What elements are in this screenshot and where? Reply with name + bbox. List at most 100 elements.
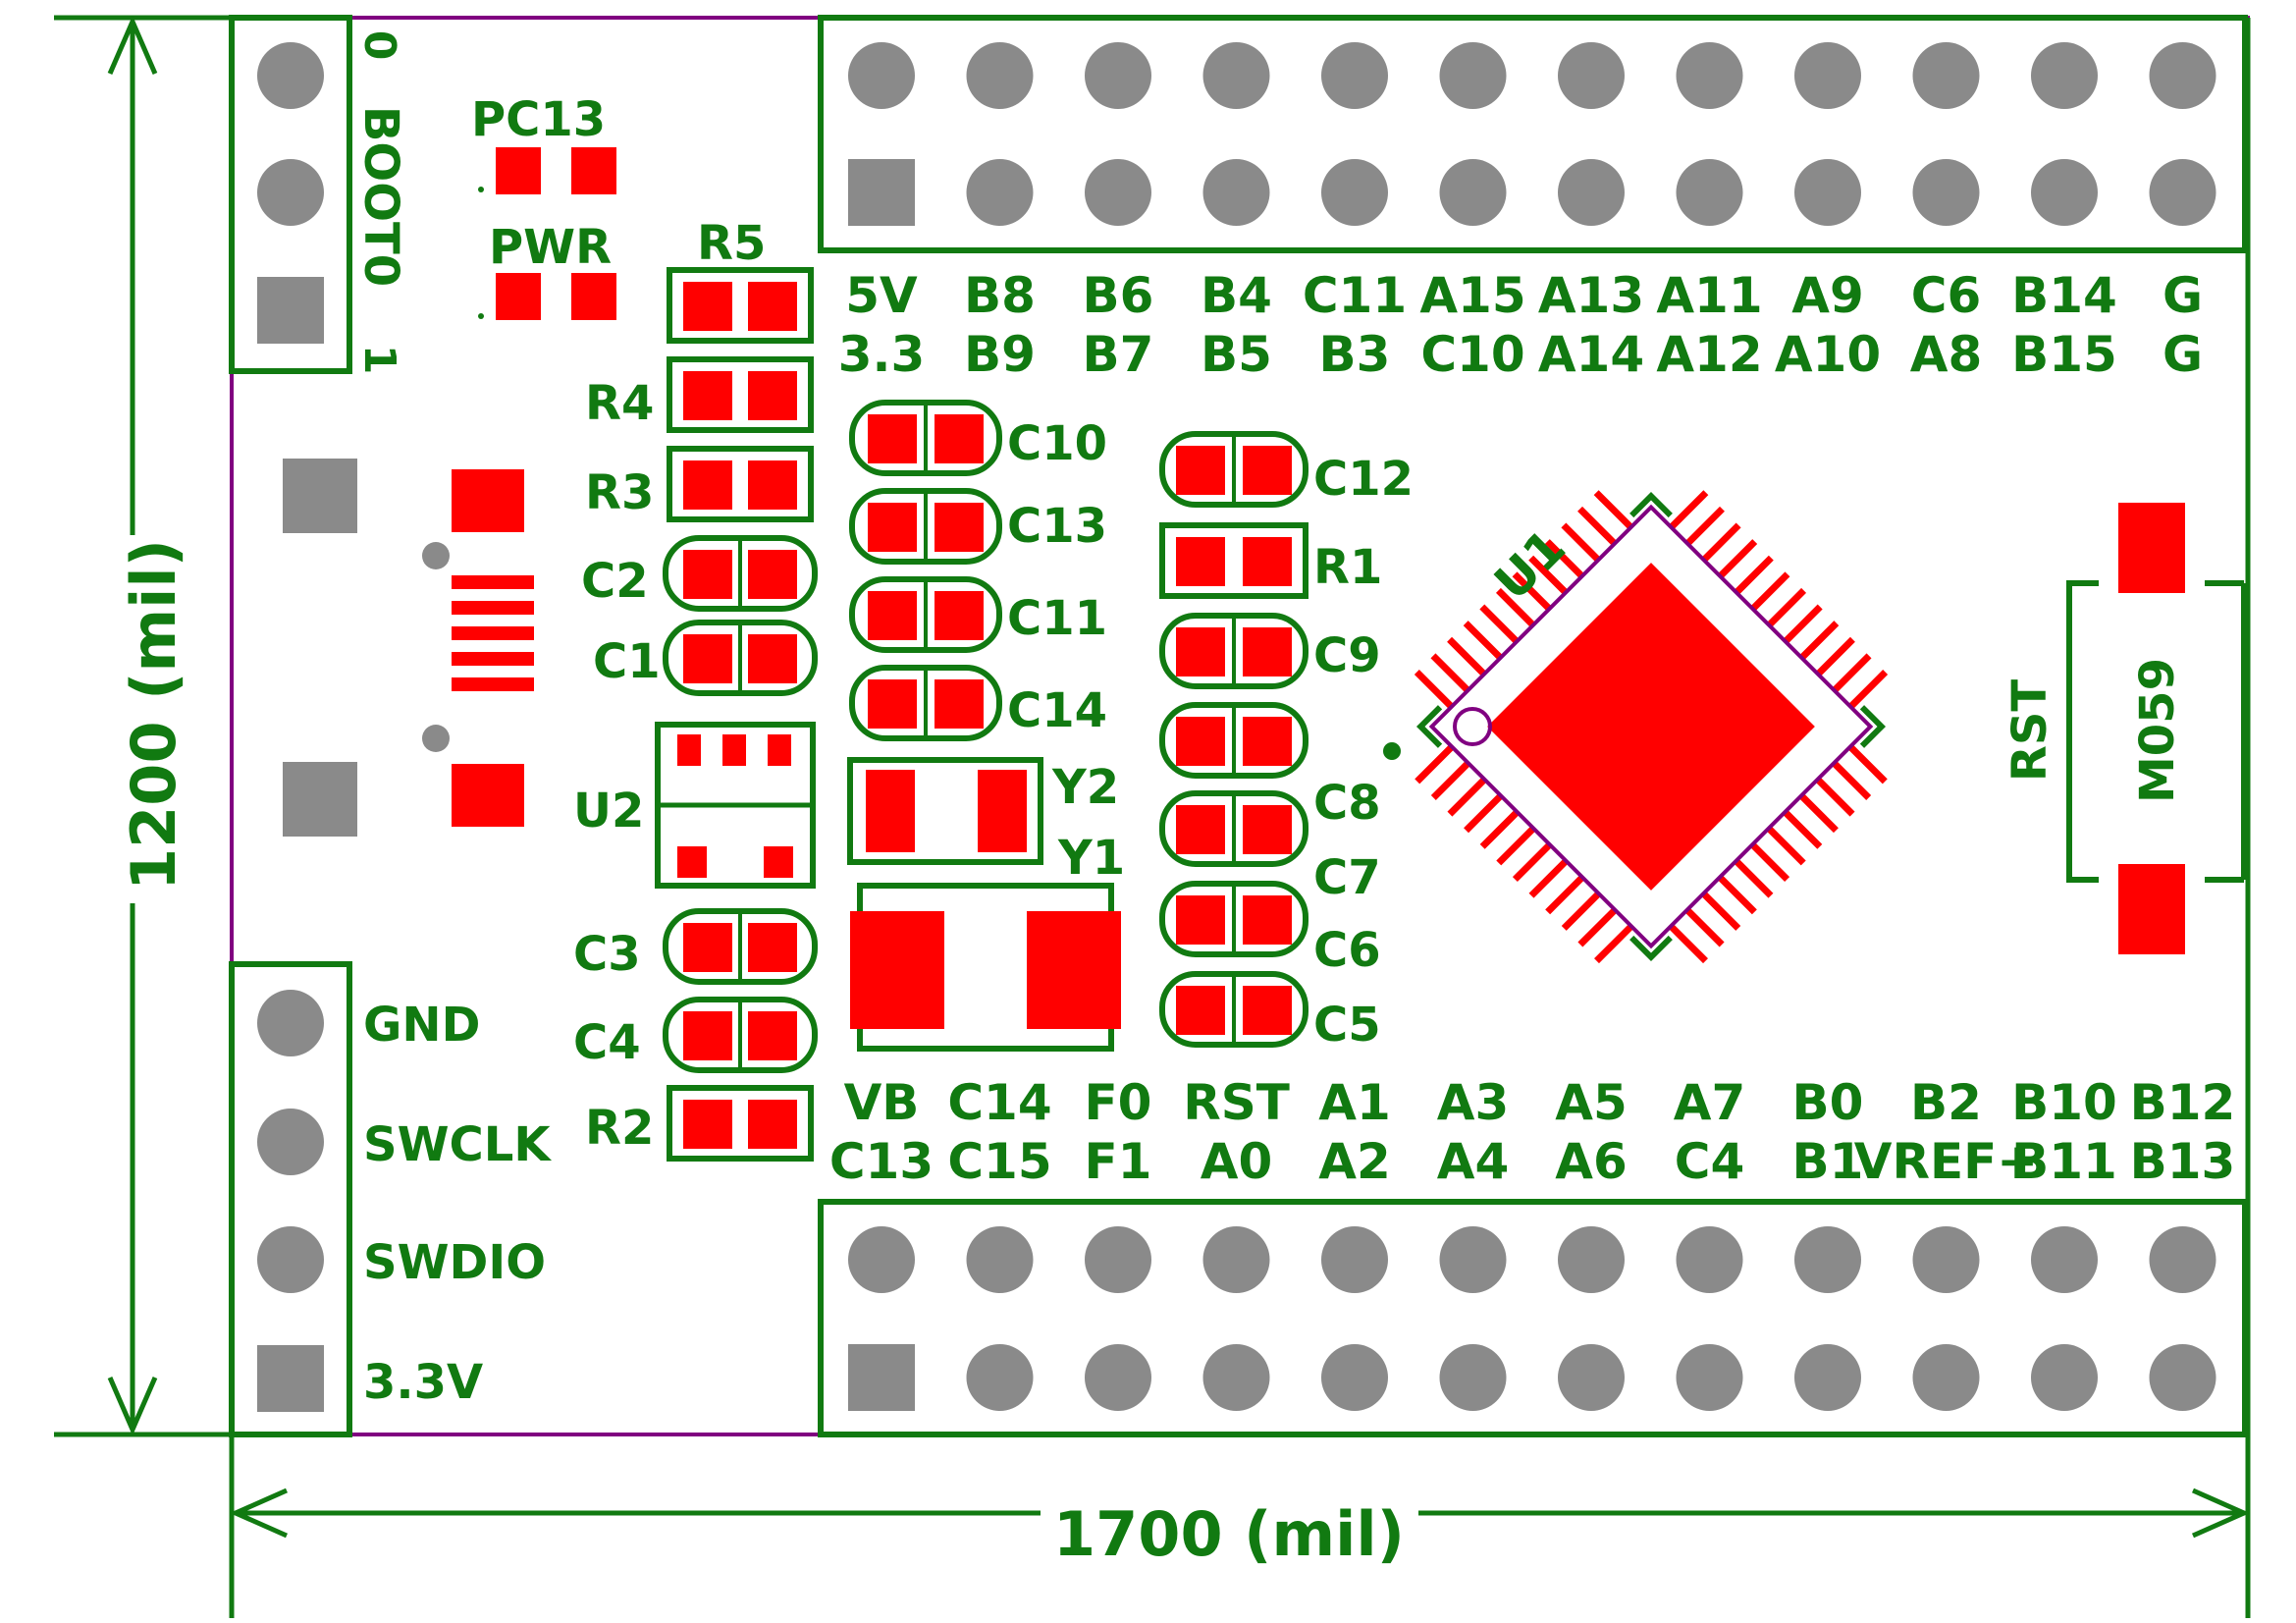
r5 <box>667 267 814 344</box>
reset-button[interactable]: M059 <box>2066 503 2247 954</box>
header-pin <box>2031 159 2098 226</box>
header-pin <box>1794 1344 1861 1411</box>
pin-label: B14 <box>2011 267 2117 324</box>
rst-label: RST <box>2002 679 2057 783</box>
y1-label: Y1 <box>1057 831 1125 886</box>
header-pin <box>1439 1344 1507 1411</box>
header-pin <box>1085 159 1151 226</box>
swd-pin-3v3: 3.3V <box>363 1355 483 1410</box>
header-pin <box>1321 1226 1388 1293</box>
header-pin <box>1794 42 1861 109</box>
width-dimension: 1700 (mil) <box>229 18 2251 1618</box>
pin-label: A2 <box>1318 1133 1391 1190</box>
header-pin <box>2031 1226 2098 1293</box>
header-pin-1 <box>848 159 915 226</box>
r2 <box>667 1085 814 1162</box>
header-pin <box>2031 1344 2098 1411</box>
u1 <box>1383 490 1889 964</box>
pin-label: F1 <box>1085 1133 1152 1190</box>
pin-label: B0 <box>1792 1074 1864 1131</box>
pin-label: A1 <box>1318 1074 1391 1131</box>
c6 <box>1159 881 1308 957</box>
pin-label: B12 <box>2130 1074 2236 1131</box>
u2-label: U2 <box>573 784 644 839</box>
pin-label: 3.3 <box>838 326 926 383</box>
header-pin <box>1676 1226 1743 1293</box>
header-pin <box>1912 159 1980 226</box>
c14 <box>849 665 1002 741</box>
pin-label: VB <box>844 1074 920 1131</box>
pin-label: B13 <box>2130 1133 2236 1190</box>
header-pin <box>1676 1344 1743 1411</box>
pin-label: B15 <box>2011 326 2117 383</box>
c13-label: C13 <box>1007 499 1107 554</box>
pin-label: VREF+ <box>1854 1133 2038 1190</box>
pin-label: A11 <box>1656 267 1762 324</box>
c7-label: C7 <box>1313 850 1381 905</box>
c13 <box>849 488 1002 565</box>
pin-label: A12 <box>1656 326 1762 383</box>
header-pin <box>1439 159 1507 226</box>
header-pin <box>1085 1344 1151 1411</box>
top-header <box>818 15 2248 253</box>
header-pin <box>2031 42 2098 109</box>
boot-pin-top-label: 0 <box>354 30 404 61</box>
c2 <box>663 535 818 612</box>
header-pin <box>1558 159 1625 226</box>
swd-header: GND SWCLK SWDIO 3.3V <box>229 961 552 1437</box>
width-dimension-label: 1700 (mil) <box>1053 1498 1405 1570</box>
c4 <box>663 997 818 1073</box>
c5-label: C5 <box>1313 998 1381 1053</box>
pin-label: C4 <box>1675 1133 1744 1190</box>
header-pin <box>966 42 1034 109</box>
header-pin <box>1794 1226 1861 1293</box>
header-pin <box>1912 1226 1980 1293</box>
c11-label: C11 <box>1007 591 1107 646</box>
r3 <box>667 446 814 522</box>
c9 <box>1159 613 1308 689</box>
pin-label: B4 <box>1201 267 1272 324</box>
pin-label: B9 <box>964 326 1036 383</box>
pin-label: A10 <box>1775 326 1881 383</box>
u2 <box>655 722 816 889</box>
r3-label: R3 <box>585 465 654 520</box>
c8-label: C8 <box>1313 776 1381 831</box>
pin-label: C6 <box>1911 267 1981 324</box>
header-pin <box>1912 42 1980 109</box>
pin-label: G <box>2163 326 2203 383</box>
y2-label: Y2 <box>1051 760 1119 815</box>
c10 <box>849 400 1002 476</box>
pin-label: F0 <box>1085 1074 1152 1131</box>
c8 <box>1159 702 1308 779</box>
c5 <box>1159 971 1308 1048</box>
header-pin <box>1558 42 1625 109</box>
swd-pin-swclk: SWCLK <box>363 1117 552 1172</box>
pin-label: A13 <box>1538 267 1644 324</box>
pin-label: C10 <box>1420 326 1524 383</box>
pin-label: G <box>2163 267 2203 324</box>
usb-connector <box>283 459 534 837</box>
pin-label: A7 <box>1674 1074 1746 1131</box>
swd-pin-gnd: GND <box>363 998 480 1053</box>
header-pin <box>848 1226 915 1293</box>
c1 <box>663 620 818 696</box>
pin-label: C13 <box>829 1133 934 1190</box>
pin-label: C14 <box>947 1074 1051 1131</box>
pin-label: B10 <box>2011 1074 2117 1131</box>
c12-label: C12 <box>1313 452 1414 507</box>
c7 <box>1159 790 1308 867</box>
pin-label: A14 <box>1538 326 1644 383</box>
swd-pin-swdio: SWDIO <box>363 1235 546 1290</box>
pin-label: A4 <box>1437 1133 1510 1190</box>
c9-label: C9 <box>1313 628 1381 683</box>
r1 <box>1159 522 1308 599</box>
header-pin <box>1676 159 1743 226</box>
pin-label: 5V <box>845 267 918 324</box>
header-pin <box>966 1344 1034 1411</box>
pin-label: RST <box>1183 1074 1290 1131</box>
header-pin <box>1794 159 1861 226</box>
c14-label: C14 <box>1007 683 1107 738</box>
